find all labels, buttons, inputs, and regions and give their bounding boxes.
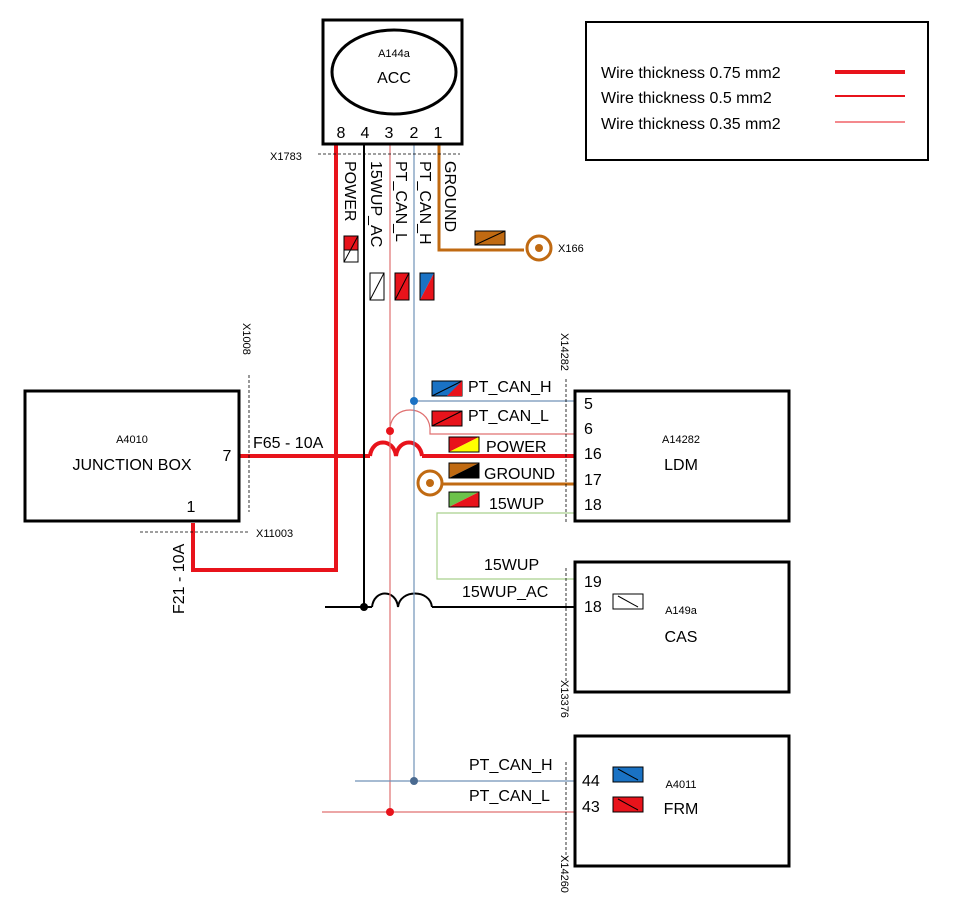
acc-pin-2: 2 bbox=[410, 125, 419, 142]
wire-swatches bbox=[343, 230, 644, 813]
label-acc-power: POWER bbox=[341, 161, 358, 221]
junction-dot-can-l-ldm bbox=[386, 427, 394, 435]
cas-pin-18: 18 bbox=[584, 599, 602, 616]
component-acc: A144a ACC 8 4 3 2 1 bbox=[321, 18, 464, 146]
connector-lines bbox=[140, 153, 567, 862]
legend: Wire thickness 0.75 mm2 Wire thickness 0… bbox=[585, 21, 929, 161]
swatch-ldm-ground bbox=[448, 462, 480, 479]
cas-name: CAS bbox=[665, 629, 698, 646]
label-ldm-15wup: 15WUP bbox=[489, 496, 544, 513]
junction-dot-can-h-frm bbox=[410, 777, 418, 785]
component-frm: A4011 FRM 44 43 bbox=[573, 734, 791, 868]
label-ldm-ground: GROUND bbox=[484, 466, 555, 483]
label-ldm-can-l: PT_CAN_L bbox=[468, 408, 549, 425]
ldm-pin-6: 6 bbox=[584, 421, 593, 438]
connector-x11003: X11003 bbox=[256, 528, 293, 540]
legend-box bbox=[585, 21, 929, 161]
wire-f65-hop bbox=[368, 440, 424, 457]
ldm-pin-5: 5 bbox=[584, 396, 593, 413]
connector-x14282: X14282 bbox=[558, 333, 570, 371]
label-frm-can-h: PT_CAN_H bbox=[469, 757, 553, 774]
legend-item-075: Wire thickness 0.75 mm2 bbox=[601, 65, 781, 82]
acc-wire-labels: POWER 15WUP_AC PT_CAN_L PT_CAN_H GROUND bbox=[341, 161, 458, 247]
wire-ground-acc bbox=[437, 144, 524, 252]
swatch-acc-power bbox=[343, 235, 359, 263]
swatch-ldm-can-l bbox=[431, 410, 463, 427]
horizontal-wire-labels: PT_CAN_H PT_CAN_L POWER GROUND 15WUP 15W… bbox=[171, 379, 555, 805]
label-acc-can-h: PT_CAN_H bbox=[416, 161, 433, 245]
cas-box bbox=[573, 560, 791, 694]
wire-can-l-ldm bbox=[389, 409, 576, 435]
component-ldm: A14282 LDM 5 6 16 17 18 bbox=[573, 389, 791, 523]
junction-dot-can-h-ldm bbox=[410, 397, 418, 405]
junction-box-id: A4010 bbox=[116, 434, 148, 446]
acc-id: A144a bbox=[378, 48, 411, 60]
connector-x1008: X1008 bbox=[240, 323, 252, 355]
junction-dot-15wup-ac bbox=[360, 603, 368, 611]
ldm-pin-18: 18 bbox=[584, 497, 602, 514]
acc-pin-3: 3 bbox=[385, 125, 394, 142]
wire-15wup-ac-hop bbox=[371, 592, 433, 608]
cas-id: A149a bbox=[665, 605, 698, 617]
legend-item-05: Wire thickness 0.5 mm2 bbox=[601, 90, 772, 107]
acc-name: ACC bbox=[377, 70, 411, 87]
connector-x166: X166 bbox=[558, 243, 584, 255]
component-junction-box: A4010 JUNCTION BOX 7 1 bbox=[23, 389, 241, 523]
acc-ellipse bbox=[330, 28, 458, 116]
swatch-acc-can-h bbox=[419, 272, 435, 301]
label-fuse-f21: F21 - 10A bbox=[171, 543, 188, 614]
connector-x1783: X1783 bbox=[270, 151, 302, 163]
connector-x13376: X13376 bbox=[558, 680, 570, 718]
wire-15wup bbox=[436, 512, 576, 580]
ldm-pin-17: 17 bbox=[584, 472, 602, 489]
acc-pin-4: 4 bbox=[361, 125, 370, 142]
label-acc-ground: GROUND bbox=[441, 161, 458, 232]
swatch-acc-can-l bbox=[394, 272, 410, 301]
connector-x14260: X14260 bbox=[558, 855, 570, 893]
label-cas-15wup-ac: 15WUP_AC bbox=[462, 584, 548, 601]
ldm-name: LDM bbox=[664, 457, 698, 474]
ldm-id: A14282 bbox=[662, 434, 700, 446]
ground-symbol-ldm bbox=[416, 469, 444, 497]
junction-box-pin-1: 1 bbox=[187, 499, 196, 516]
ldm-box bbox=[573, 389, 791, 523]
frm-name: FRM bbox=[664, 801, 699, 818]
swatch-ldm-power bbox=[448, 436, 480, 453]
swatch-ldm-15wup bbox=[448, 491, 480, 508]
swatch-cas-15wup-ac bbox=[612, 593, 644, 610]
junction-box-box bbox=[23, 389, 241, 523]
junction-dot-can-l-frm bbox=[386, 808, 394, 816]
swatch-frm-can-l bbox=[612, 796, 644, 813]
wire-power-acc bbox=[191, 144, 338, 572]
label-fuse-f65: F65 - 10A bbox=[253, 435, 324, 452]
frm-id: A4011 bbox=[666, 779, 697, 791]
connector-labels: X1783 X166 X1008 X14282 X11003 X13376 X1… bbox=[240, 151, 584, 893]
label-acc-15wup-ac: 15WUP_AC bbox=[367, 161, 384, 247]
frm-box bbox=[573, 734, 791, 868]
wires bbox=[191, 144, 576, 816]
legend-item-035: Wire thickness 0.35 mm2 bbox=[601, 116, 781, 133]
junction-box-pin-7: 7 bbox=[223, 448, 232, 465]
label-ldm-can-h: PT_CAN_H bbox=[468, 379, 552, 396]
swatch-acc-15wup-ac bbox=[369, 272, 385, 301]
component-cas: A149a CAS 19 18 bbox=[573, 560, 791, 694]
label-ldm-power: POWER bbox=[486, 439, 546, 456]
ground-symbol-x166 bbox=[525, 234, 553, 262]
label-acc-can-l: PT_CAN_L bbox=[392, 161, 409, 242]
label-cas-15wup: 15WUP bbox=[484, 557, 539, 574]
frm-pin-43: 43 bbox=[582, 799, 600, 816]
acc-pin-1: 1 bbox=[434, 125, 443, 142]
swatch-frm-can-h bbox=[612, 766, 644, 783]
acc-pin-8: 8 bbox=[337, 125, 346, 142]
swatch-acc-ground bbox=[474, 230, 506, 246]
cas-pin-19: 19 bbox=[584, 574, 602, 591]
label-frm-can-l: PT_CAN_L bbox=[469, 788, 550, 805]
ldm-pin-16: 16 bbox=[584, 446, 602, 463]
frm-pin-44: 44 bbox=[582, 773, 600, 790]
junction-box-name: JUNCTION BOX bbox=[72, 457, 191, 474]
swatch-ldm-can-h bbox=[431, 380, 463, 397]
